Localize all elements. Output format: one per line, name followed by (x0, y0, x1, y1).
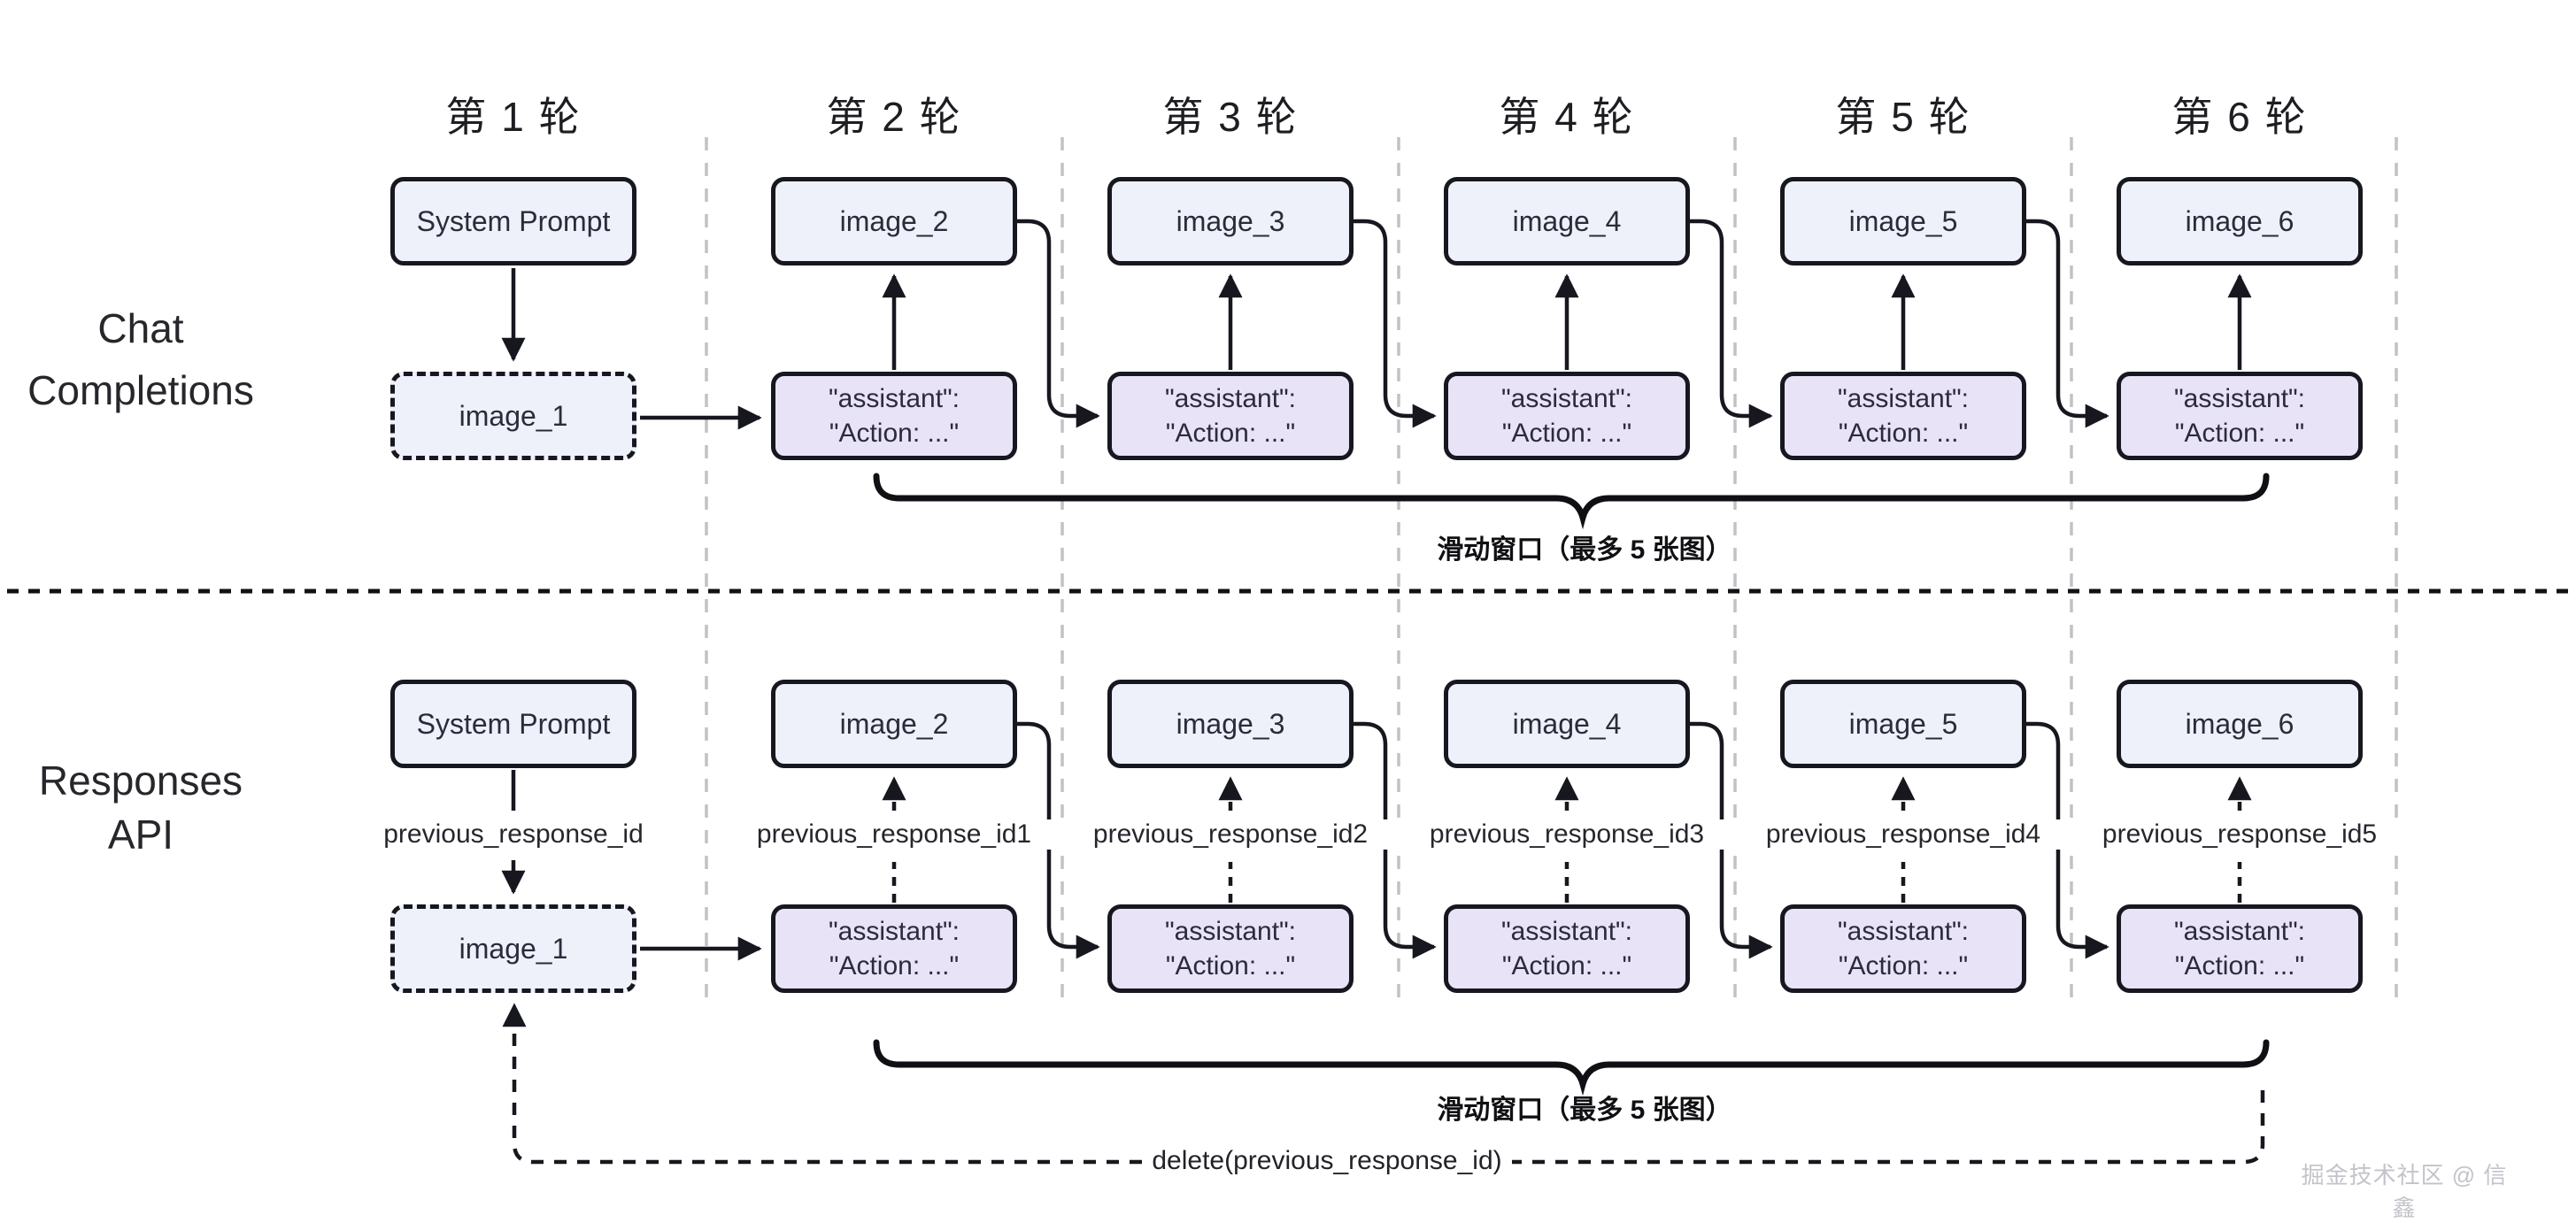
responses-image1-box: image_1 (390, 904, 636, 993)
chat-image3-box: image_3 (1107, 177, 1354, 265)
responses-assistant-box-round2: "assistant": "Action: ..." (771, 904, 1017, 993)
assistant-action-text: "Action: ..." (1838, 419, 1969, 448)
responses-assistant-box-round6: "assistant": "Action: ..." (2117, 904, 2363, 993)
responses-image5-box: image_5 (1780, 680, 2026, 768)
chat-assistant-box-round6: "assistant": "Action: ..." (2117, 372, 2363, 460)
chat-system-prompt-box: System Prompt (390, 177, 636, 265)
assistant-role-text: "assistant": (1500, 384, 1633, 413)
responses-assistant-box-round3: "assistant": "Action: ..." (1107, 904, 1354, 993)
responses-image2-text: image_2 (839, 707, 949, 740)
responses-assistant-box-round4: "assistant": "Action: ..." (1444, 904, 1690, 993)
assistant-role-text: "assistant": (1837, 384, 1970, 413)
responses-api-label-line1: Responses (38, 758, 243, 804)
chat-image5-text: image_5 (1848, 204, 1958, 237)
assistant-role-text: "assistant": (1837, 917, 1970, 946)
chat-assistant-box-round2: "assistant": "Action: ..." (771, 372, 1017, 460)
column-separator-lines (705, 137, 2398, 1007)
chat-sliding-window-note: 滑动窗口（最多 5 张图） (1437, 535, 1732, 565)
responses-system-prompt-box: System Prompt (390, 680, 636, 768)
edge-label-previous-response-id3: previous_response_id3 (1394, 819, 1739, 850)
responses-system-prompt-text: System Prompt (416, 707, 611, 740)
chat-arrows (501, 219, 2252, 430)
edge-label-previous-response-id: previous_response_id (341, 819, 686, 850)
chat-image2-text: image_2 (839, 204, 949, 237)
assistant-action-text: "Action: ..." (1165, 951, 1296, 981)
chat-image2-box: image_2 (771, 177, 1017, 265)
responses-image6-text: image_6 (2185, 707, 2294, 740)
responses-assistant-box-round5: "assistant": "Action: ..." (1780, 904, 2026, 993)
chat-image3-text: image_3 (1176, 204, 1285, 237)
chat-completions-label-line2: Completions (27, 367, 254, 413)
assistant-action-text: "Action: ..." (1501, 419, 1632, 448)
assistant-action-text: "Action: ..." (2174, 951, 2305, 981)
edge-label-previous-response-id1: previous_response_id1 (721, 819, 1067, 850)
column-header-round5: 第 5 轮 (1835, 94, 1971, 140)
assistant-action-text: "Action: ..." (1838, 951, 1969, 981)
assistant-role-text: "assistant": (2173, 917, 2306, 946)
chat-completions-label-line1: Chat (97, 305, 184, 351)
chat-image1-box: image_1 (390, 372, 636, 460)
column-header-round2: 第 2 轮 (826, 94, 962, 140)
assistant-action-text: "Action: ..." (1501, 951, 1632, 981)
responses-api-label-line2: API (107, 811, 174, 858)
chat-assistant-box-round3: "assistant": "Action: ..." (1107, 372, 1354, 460)
column-header-round1: 第 1 轮 (445, 94, 582, 140)
responses-sliding-window-brace (873, 1039, 2270, 1096)
chat-sliding-window-brace (873, 473, 2270, 530)
edge-label-previous-response-id5: previous_response_id5 (2067, 819, 2412, 850)
assistant-action-text: "Action: ..." (2174, 419, 2305, 448)
responses-image3-box: image_3 (1107, 680, 1354, 768)
column-header-round6: 第 6 轮 (2171, 94, 2308, 140)
delete-previous-response-id-label: delete(previous_response_id) (1152, 1146, 1502, 1175)
chat-assistant-box-round4: "assistant": "Action: ..." (1444, 372, 1690, 460)
edge-label-previous-response-id2: previous_response_id2 (1058, 819, 1403, 850)
chat-image5-box: image_5 (1780, 177, 2026, 265)
responses-sliding-window-note: 滑动窗口（最多 5 张图） (1437, 1096, 1732, 1125)
chat-assistant-box-round5: "assistant": "Action: ..." (1780, 372, 2026, 460)
responses-image2-box: image_2 (771, 680, 1017, 768)
assistant-role-text: "assistant": (828, 917, 960, 946)
assistant-role-text: "assistant": (828, 384, 960, 413)
assistant-role-text: "assistant": (1164, 917, 1297, 946)
column-header-round3: 第 3 轮 (1162, 94, 1299, 140)
edge-label-previous-response-id4: previous_response_id4 (1731, 819, 2076, 850)
responses-image4-box: image_4 (1444, 680, 1690, 768)
assistant-action-text: "Action: ..." (829, 951, 960, 981)
responses-prev-id-dashed-arrows (882, 776, 2252, 903)
assistant-role-text: "assistant": (2173, 384, 2306, 413)
column-header-round4: 第 4 轮 (1499, 94, 1635, 140)
responses-image4-text: image_4 (1512, 707, 1622, 740)
chat-image4-text: image_4 (1512, 204, 1622, 237)
responses-image1-text: image_1 (459, 932, 568, 965)
assistant-role-text: "assistant": (1500, 917, 1633, 946)
chat-image6-box: image_6 (2117, 177, 2363, 265)
chat-image4-box: image_4 (1444, 177, 1690, 265)
assistant-action-text: "Action: ..." (829, 419, 960, 448)
chat-system-prompt-text: System Prompt (416, 204, 611, 237)
watermark-text: 掘金技术社区 @ 信鑫 (2301, 1162, 2508, 1221)
responses-image6-box: image_6 (2117, 680, 2363, 768)
chat-image1-text: image_1 (459, 399, 568, 432)
responses-image3-text: image_3 (1176, 707, 1285, 740)
assistant-role-text: "assistant": (1164, 384, 1297, 413)
responses-image5-text: image_5 (1848, 707, 1958, 740)
assistant-action-text: "Action: ..." (1165, 419, 1296, 448)
delete-feedback-dashed-path (502, 1003, 2265, 1165)
chat-image6-text: image_6 (2185, 204, 2294, 237)
